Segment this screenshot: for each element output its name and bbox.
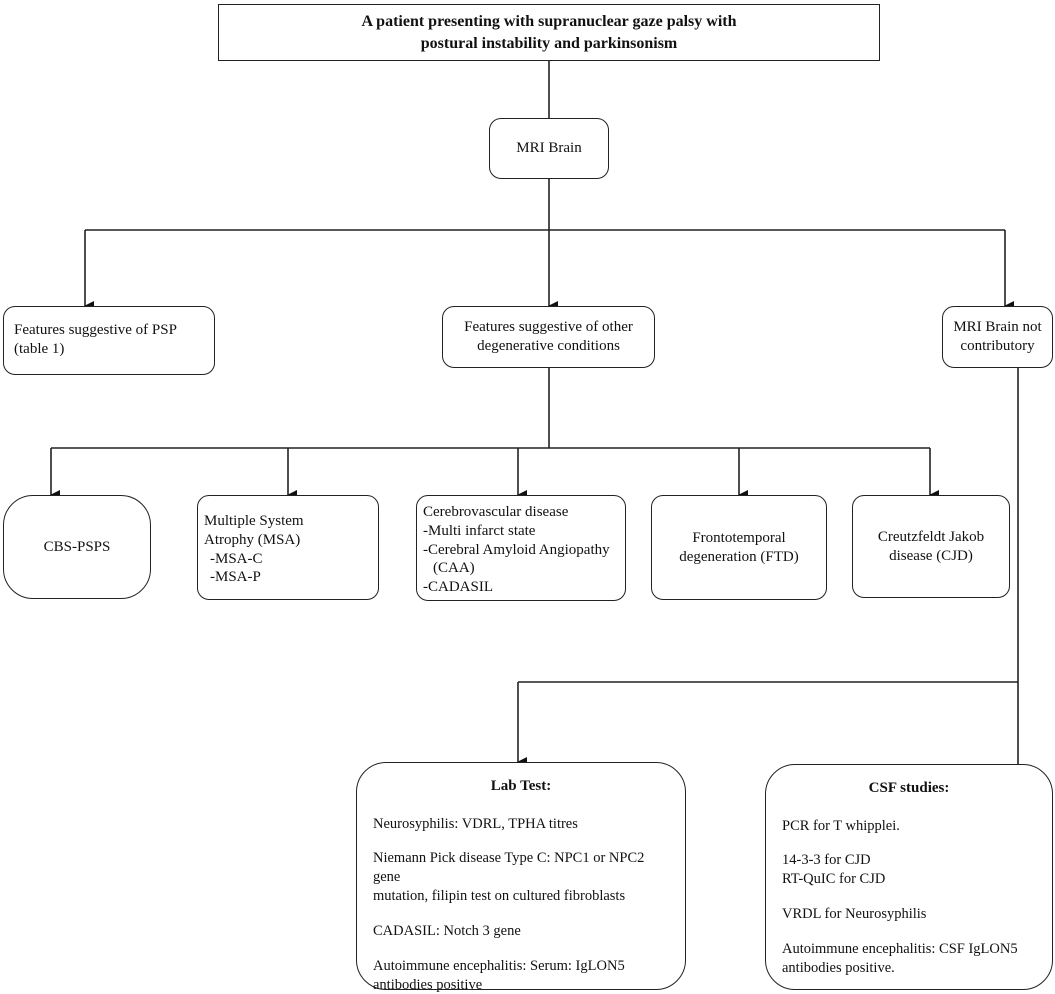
other-line-2: degenerative conditions	[477, 338, 620, 354]
lab-item-autoimmune-line-2: antibodies positive	[373, 976, 483, 993]
cvd-item-multi-infarct: -Multi infarct state	[423, 522, 536, 539]
csf-item-rt-quic: RT-QuIC for CJD	[782, 871, 886, 888]
mri-brain-label: MRI Brain	[516, 140, 582, 157]
msa-p-item: -MSA-P	[210, 569, 261, 586]
title-line-2: postural instability and parkinsonism	[420, 34, 678, 52]
title-line-1: A patient presenting with supranuclear g…	[361, 12, 737, 30]
psp-features-box: Features suggestive of PSP (table 1)	[3, 306, 215, 375]
csf-studies-title: CSF studies:	[868, 780, 950, 796]
msa-box: Multiple System Atrophy (MSA) -MSA-C -MS…	[197, 495, 379, 600]
lab-item-niemann-line-2: mutation, filipin test on cultured fibro…	[373, 888, 626, 905]
cjd-line-2: disease (CJD)	[889, 547, 973, 564]
lab-test-box: Lab Test: Neurosyphilis: VDRL, TPHA titr…	[356, 762, 686, 993]
cbs-psps-label: CBS-PSPS	[43, 538, 111, 555]
ftd-line-2: degeneration (FTD)	[679, 548, 799, 565]
title-box: A patient presenting with supranuclear g…	[218, 4, 880, 61]
cerebrovascular-box: Cerebrovascular disease -Multi infarct s…	[416, 495, 626, 601]
other-degenerative-box: Features suggestive of other degenerativ…	[442, 306, 655, 368]
ftd-line-1: Frontotemporal	[692, 529, 786, 546]
cjd-line-1: Creutzfeldt Jakob	[877, 528, 985, 545]
cvd-item-caa-abbr: (CAA)	[433, 560, 475, 577]
cvd-item-cadasil: -CADASIL	[423, 579, 493, 595]
lab-item-cadasil: CADASIL: Notch 3 gene	[373, 922, 521, 939]
lab-item-niemann-line-1: Niemann Pick disease Type C: NPC1 or NPC…	[373, 850, 645, 886]
lab-item-autoimmune-line-1: Autoimmune encephalitis: Serum: IgLON5	[373, 957, 625, 974]
csf-item-pcr: PCR for T whipplei.	[782, 817, 900, 834]
cvd-title: Cerebrovascular disease	[423, 504, 569, 520]
other-line-1: Features suggestive of other	[464, 319, 633, 336]
cvd-item-caa: -Cerebral Amyloid Angiopathy	[423, 541, 610, 558]
csf-item-14-3-3: 14-3-3 for CJD	[782, 852, 871, 869]
csf-studies-box: CSF studies: PCR for T whipplei. 14-3-3 …	[765, 764, 1053, 990]
csf-item-autoimmune-line-1: Autoimmune encephalitis: CSF IgLON5	[782, 940, 1018, 957]
csf-item-autoimmune-line-2: antibodies positive.	[782, 959, 895, 976]
psp-line-2: (table 1)	[14, 340, 65, 357]
ftd-box: Frontotemporal degeneration (FTD)	[651, 495, 827, 600]
mri-brain-box: MRI Brain	[489, 118, 609, 179]
lab-item-neurosyphilis: Neurosyphilis: VDRL, TPHA titres	[373, 815, 578, 832]
not-contributory-line-1: MRI Brain not	[953, 319, 1042, 336]
mri-not-contributory-box: MRI Brain not contributory	[942, 306, 1053, 368]
not-contributory-line-2: contributory	[960, 338, 1035, 354]
psp-line-1: Features suggestive of PSP	[14, 322, 177, 338]
csf-item-vrdl: VRDL for Neurosyphilis	[782, 906, 927, 923]
msa-c-item: -MSA-C	[210, 550, 263, 567]
lab-test-title: Lab Test:	[490, 778, 552, 794]
msa-line-1: Multiple System	[204, 513, 304, 529]
cbs-psps-box: CBS-PSPS	[3, 495, 151, 599]
msa-line-2: Atrophy (MSA)	[204, 531, 301, 548]
cjd-box: Creutzfeldt Jakob disease (CJD)	[852, 495, 1010, 598]
